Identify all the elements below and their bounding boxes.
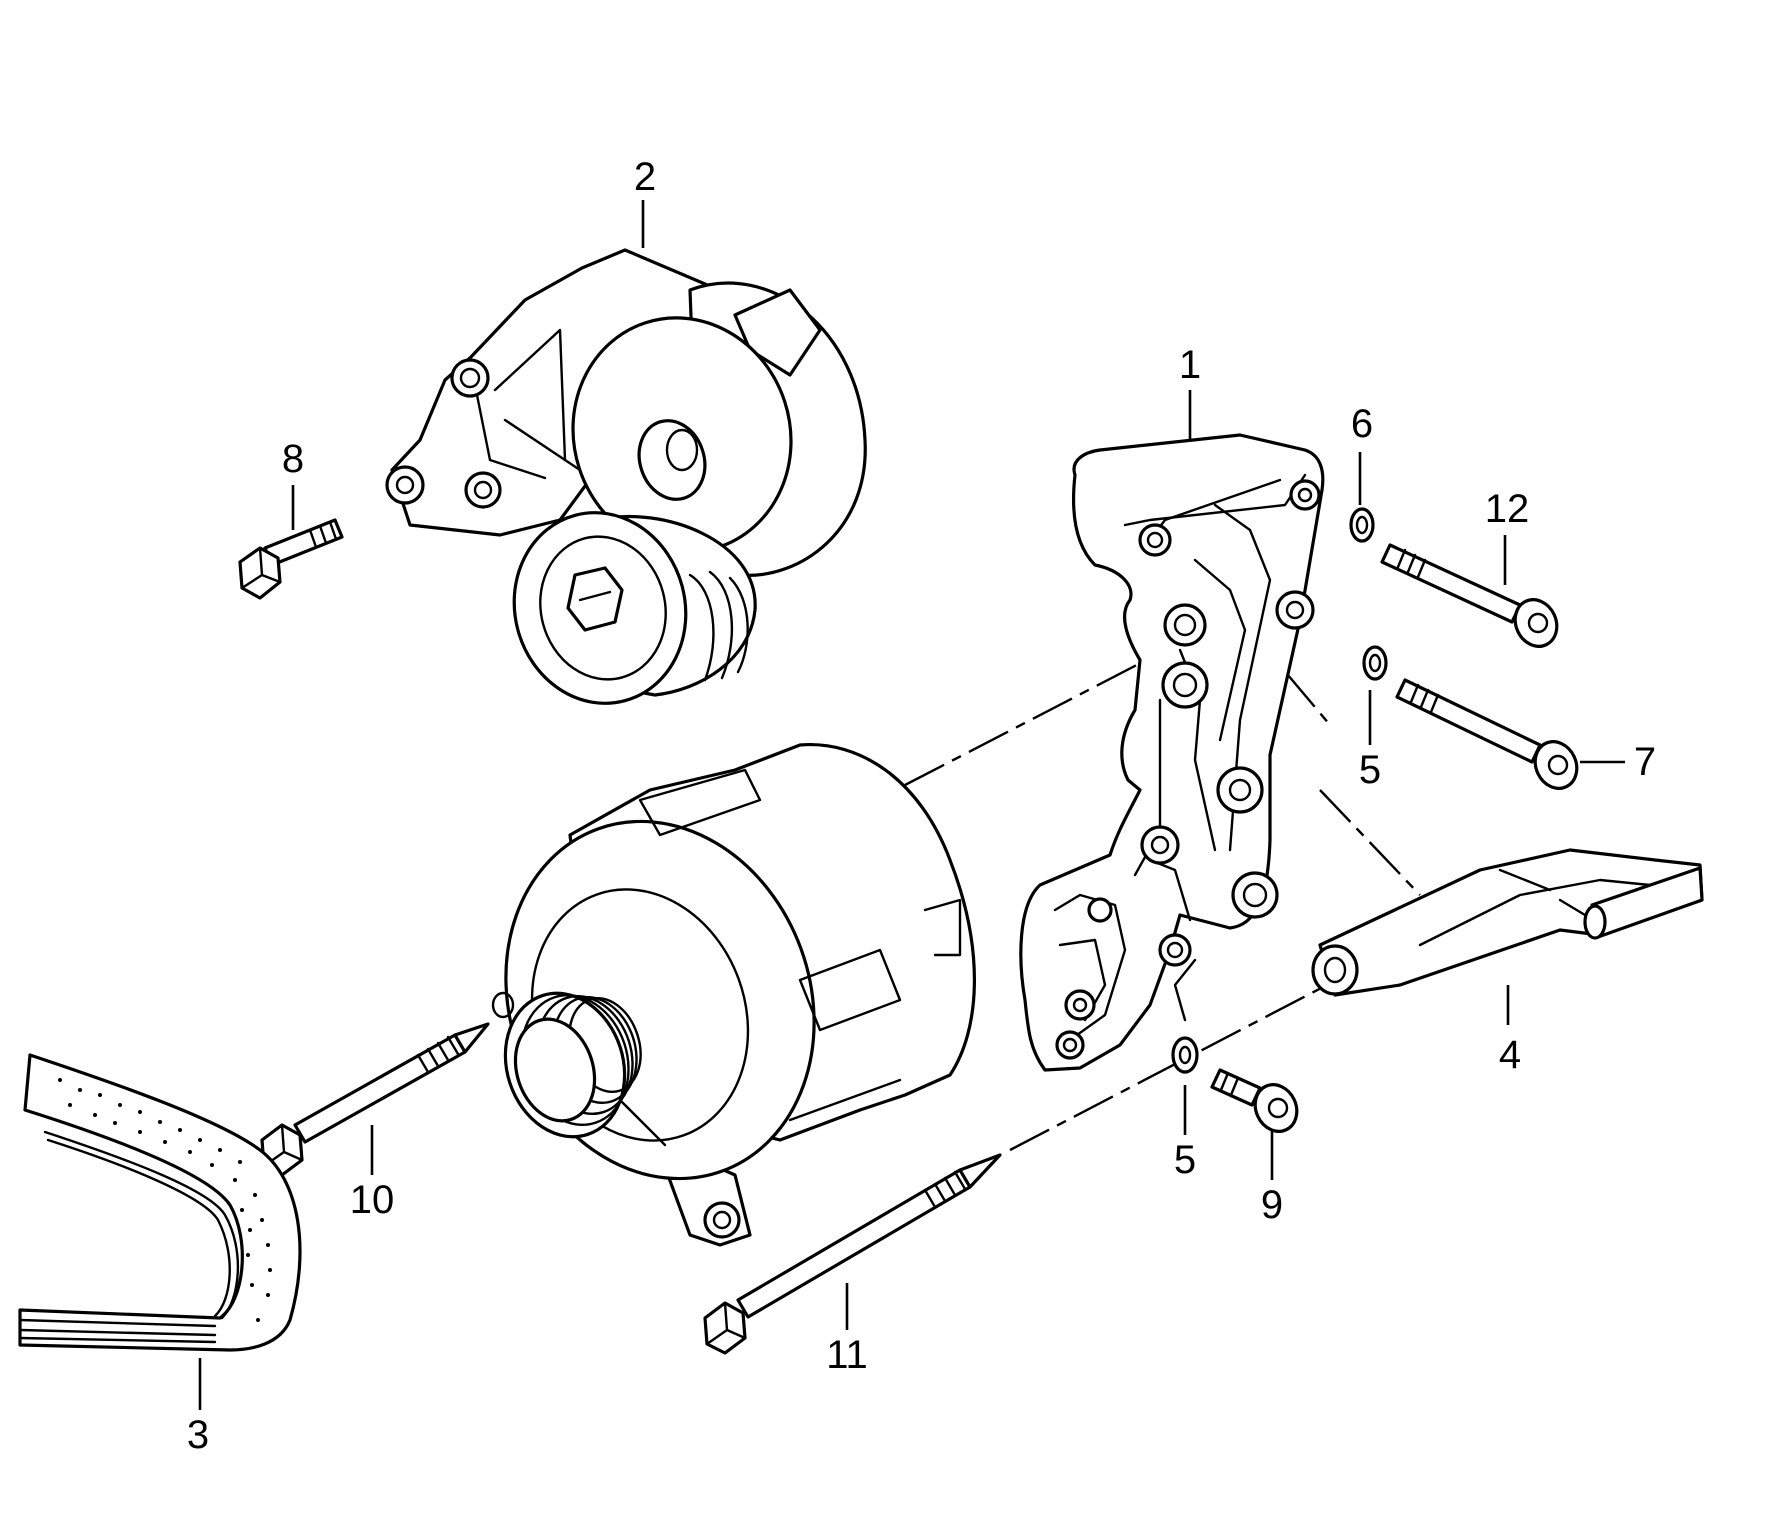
callout-8: 8 (282, 437, 304, 481)
callout-9: 9 (1261, 1183, 1283, 1227)
bolt-9 (1210, 1068, 1299, 1133)
washer-6 (1349, 507, 1375, 543)
bolt-12 (1380, 543, 1559, 648)
belt-texture-dots (58, 1078, 272, 1322)
ribbed-belt (18, 1053, 302, 1352)
callout-2: 2 (634, 155, 656, 199)
callout-5-lower: 5 (1174, 1138, 1196, 1182)
bolt-10 (260, 1022, 490, 1177)
callout-10: 10 (350, 1178, 395, 1222)
support-arm (1311, 848, 1704, 997)
callout-4: 4 (1499, 1033, 1521, 1077)
callout-1: 1 (1179, 343, 1201, 387)
bolt-7 (1395, 678, 1579, 790)
bolt-11 (703, 1153, 1002, 1355)
callout-labels: 2 1 8 6 12 5 7 4 5 9 10 11 3 (187, 155, 1656, 1457)
callout-6: 6 (1351, 402, 1373, 446)
tensioner-assembly (385, 248, 867, 705)
bolt-8 (238, 518, 344, 600)
callout-5-upper: 5 (1359, 748, 1381, 792)
leader-lines (198, 200, 1625, 1410)
callout-3: 3 (187, 1413, 209, 1457)
washer-5-upper (1362, 645, 1388, 681)
callout-12: 12 (1485, 487, 1530, 531)
mounting-bracket (1019, 433, 1325, 1072)
washer-5-lower (1171, 1036, 1199, 1074)
alternator (491, 742, 976, 1247)
callout-7: 7 (1634, 740, 1656, 784)
callout-11: 11 (826, 1333, 868, 1377)
